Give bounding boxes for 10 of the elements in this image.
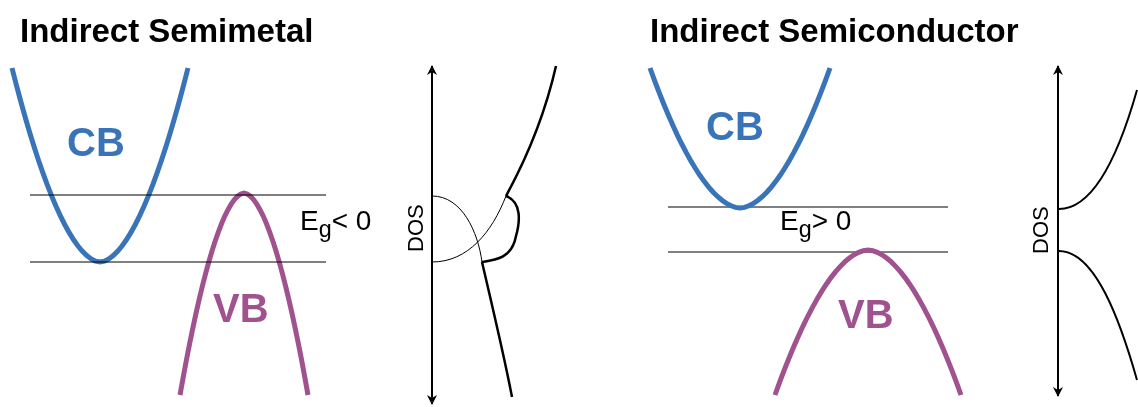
axis-label: DOS (1030, 206, 1052, 254)
band-label: CB (67, 122, 125, 162)
band-label: VB (838, 294, 894, 334)
axis-label: DOS (405, 204, 427, 252)
band-label: CB (706, 106, 764, 146)
panel-title: Indirect Semiconductor (650, 14, 1019, 47)
band-gap-label: E$_{g}$> 0 (780, 207, 852, 241)
band-label: VB (213, 288, 269, 328)
band-gap-label: E$_{g}$< 0 (300, 207, 372, 241)
panel-title: Indirect Semimetal (20, 14, 314, 47)
